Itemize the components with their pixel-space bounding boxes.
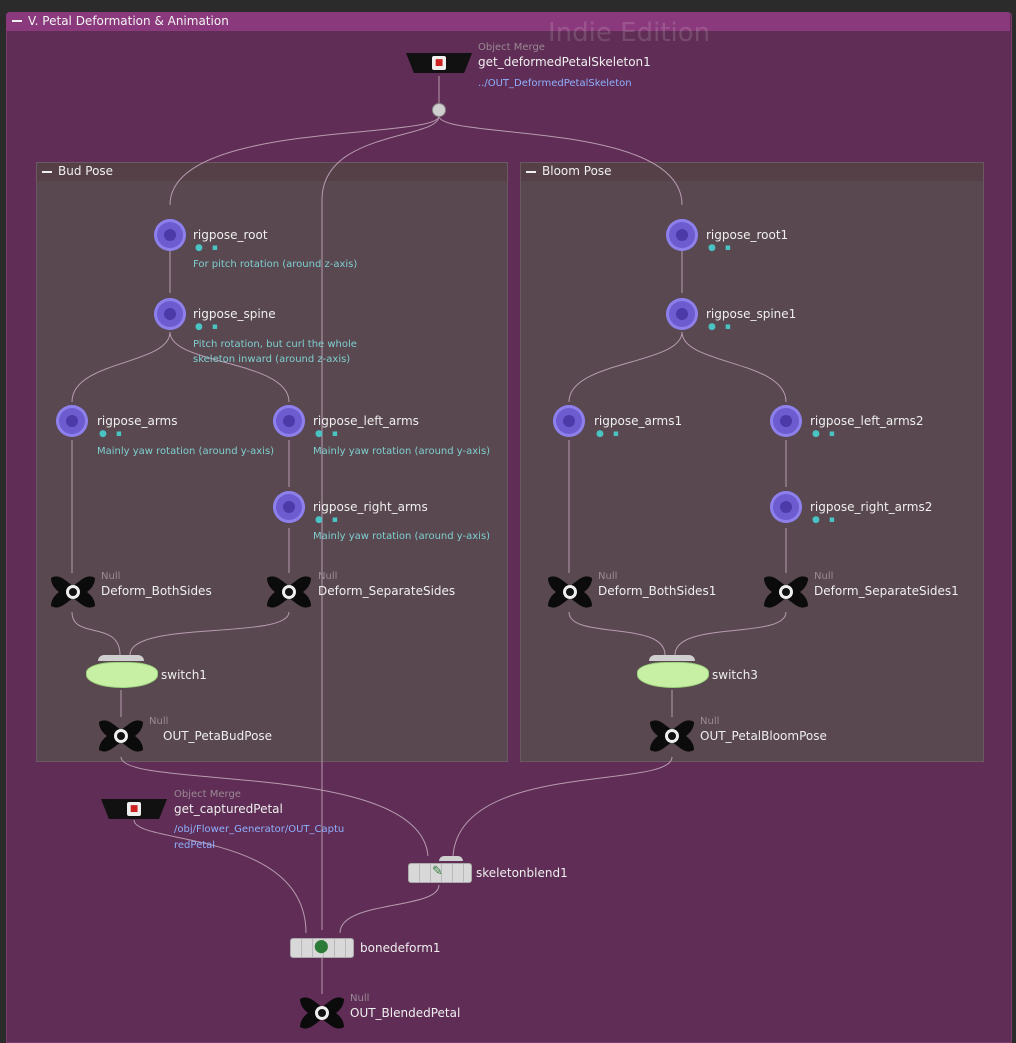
node-name: OUT_PetaBudPose (163, 729, 273, 743)
wire-merge-to-root1 (438, 115, 683, 206)
node-name: get_capturedPetal (174, 802, 283, 816)
node-name: rigpose_left_arms2 (810, 414, 924, 428)
node-path: redPetal (174, 840, 216, 851)
skeletonblend-icon: ✎ (432, 864, 443, 879)
node-flags[interactable]: ● ▪ (315, 429, 341, 439)
switch1-node[interactable] (86, 662, 158, 688)
node-name: get_deformedPetalSkeleton1 (478, 55, 651, 69)
node-comment: Mainly yaw rotation (around y-axis) (313, 531, 491, 542)
node-comment: Pitch rotation, but curl the whole (193, 339, 357, 350)
rigpose-root-node[interactable] (154, 219, 186, 251)
bloom-pose-box[interactable] (520, 162, 984, 762)
node-flags[interactable]: ● ▪ (195, 322, 221, 332)
switch-top-icon (649, 655, 695, 661)
edition-watermark: Indie Edition (548, 18, 711, 48)
node-name: OUT_BlendedPetal (350, 1006, 461, 1020)
node-name: switch3 (712, 668, 758, 682)
rigpose-spine-node[interactable] (154, 298, 186, 330)
bud-pose-title: Bud Pose (58, 164, 114, 178)
null-node-icon[interactable] (546, 574, 594, 610)
object-merge-icon: ■ (127, 802, 141, 816)
node-flags[interactable]: ● ▪ (99, 429, 125, 439)
rigpose-left-arms2-node[interactable] (770, 405, 802, 437)
node-name: rigpose_root (193, 228, 268, 242)
node-name: switch1 (161, 668, 207, 682)
bloom-box-collapse-icon[interactable] (526, 171, 536, 173)
node-path: ../OUT_DeformedPetalSkeleton (478, 78, 632, 89)
node-type-label: Object Merge (174, 789, 241, 800)
skeletonblend-node[interactable] (408, 863, 472, 883)
null-node-icon[interactable] (648, 718, 696, 754)
node-flags[interactable]: ● ▪ (195, 243, 221, 253)
node-comment: For pitch rotation (around z-axis) (193, 259, 358, 270)
null-node-icon[interactable] (265, 574, 313, 610)
node-name: Deform_BothSides (101, 584, 212, 598)
null-node-icon[interactable] (298, 995, 346, 1031)
node-flags[interactable]: ● ▪ (596, 429, 622, 439)
node-type-label: Null (149, 716, 169, 727)
node-name: rigpose_left_arms (313, 414, 419, 428)
node-type-label: Null (101, 571, 121, 582)
collapse-icon[interactable] (12, 20, 22, 22)
rigpose-arms1-node[interactable] (553, 405, 585, 437)
bud-box-collapse-icon[interactable] (42, 171, 52, 173)
node-type-label: Object Merge (478, 42, 545, 53)
node-flags[interactable]: ● ▪ (708, 322, 734, 332)
node-flags[interactable]: ● ▪ (315, 515, 341, 525)
object-merge-icon: ■ (432, 56, 446, 70)
wire-merge-to-bonedeform (321, 115, 440, 930)
switch3-node[interactable] (637, 662, 709, 688)
rigpose-root1-node[interactable] (666, 219, 698, 251)
node-name: rigpose_right_arms (313, 500, 428, 514)
node-name: rigpose_root1 (706, 228, 789, 242)
node-type-label: Null (350, 993, 370, 1004)
rigpose-arms-node[interactable] (56, 405, 88, 437)
network-title: V. Petal Deformation & Animation (28, 14, 229, 28)
switch-top-icon (98, 655, 144, 661)
node-name: skeletonblend1 (476, 866, 568, 880)
node-type-label: Null (318, 571, 338, 582)
rigpose-spine1-node[interactable] (666, 298, 698, 330)
node-name: rigpose_spine (193, 307, 276, 321)
node-comment: Mainly yaw rotation (around y-axis) (97, 446, 275, 457)
null-node-icon[interactable] (97, 718, 145, 754)
get-captured-node[interactable]: ■ (101, 799, 167, 819)
node-path: /obj/Flower_Generator/OUT_Captu (174, 824, 345, 835)
node-comment: skeleton inward (around z-axis) (193, 354, 351, 365)
node-name: rigpose_right_arms2 (810, 500, 933, 514)
node-name: Deform_BothSides1 (598, 584, 717, 598)
node-type-label: Null (598, 571, 618, 582)
node-flags[interactable]: ● ▪ (812, 429, 838, 439)
node-name: OUT_PetalBloomPose (700, 729, 827, 743)
network-header[interactable] (6, 12, 1010, 31)
bonedeform-node[interactable] (290, 938, 354, 958)
skeletonblend-top-icon (439, 856, 463, 861)
node-comment: Mainly yaw rotation (around y-axis) (313, 446, 491, 457)
bonedeform-icon: ⬤ (314, 939, 329, 954)
null-node-icon[interactable] (762, 574, 810, 610)
rigpose-left-arms-node[interactable] (273, 405, 305, 437)
node-name: bonedeform1 (360, 941, 441, 955)
node-type-label: Null (700, 716, 720, 727)
node-name: Deform_SeparateSides (318, 584, 456, 598)
node-flags[interactable]: ● ▪ (708, 243, 734, 253)
wire-merge-to-root (169, 115, 440, 206)
node-name: Deform_SeparateSides1 (814, 584, 959, 598)
node-name: rigpose_arms (97, 414, 178, 428)
node-name: rigpose_spine1 (706, 307, 797, 321)
bloom-pose-title: Bloom Pose (542, 164, 612, 178)
null-node-icon[interactable] (49, 574, 97, 610)
node-name: rigpose_arms1 (594, 414, 683, 428)
get-deformed-node[interactable]: ■ (406, 53, 472, 73)
node-flags[interactable]: ● ▪ (812, 515, 838, 525)
node-type-label: Null (814, 571, 834, 582)
merge-dot-icon[interactable] (432, 103, 446, 117)
rigpose-right-arms-node[interactable] (273, 491, 305, 523)
rigpose-right-arms2-node[interactable] (770, 491, 802, 523)
